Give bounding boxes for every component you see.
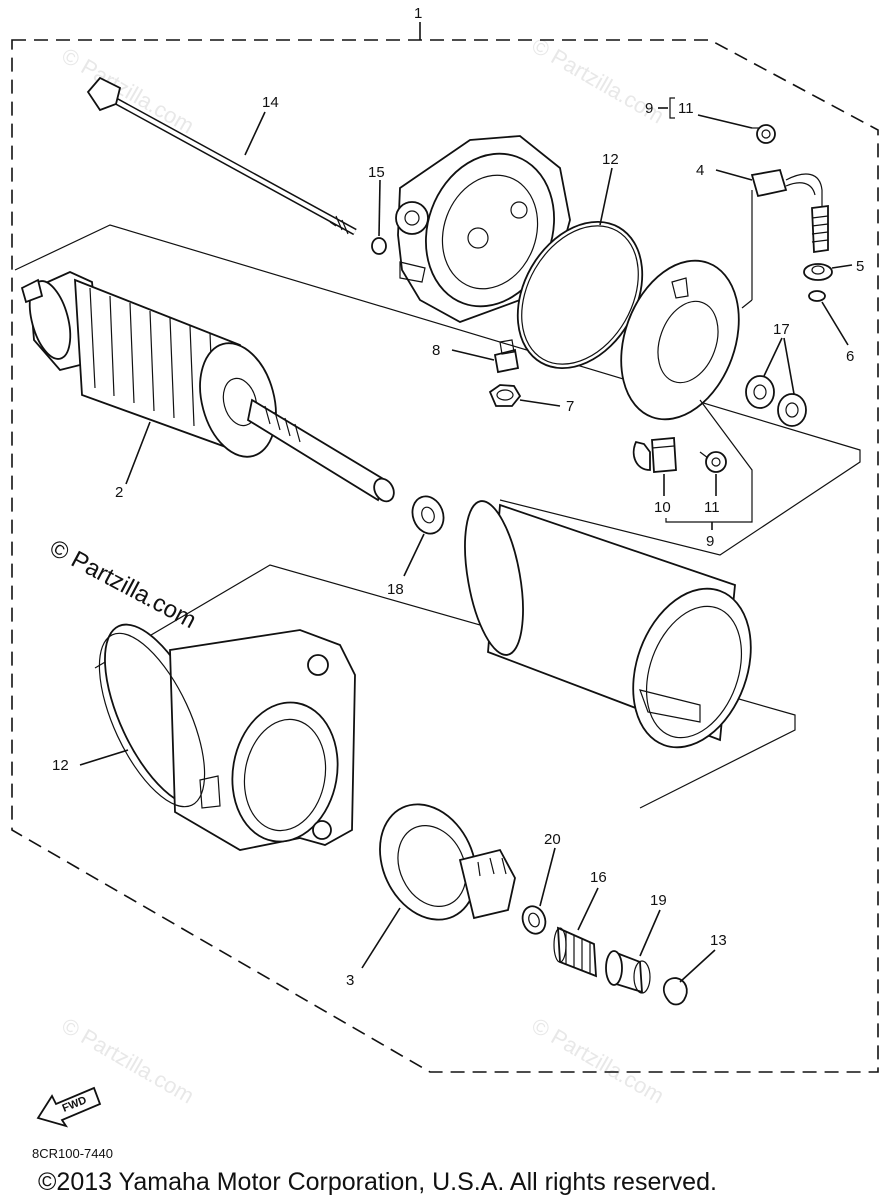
compression-spring (553, 926, 597, 978)
armature (20, 271, 395, 503)
callout-12: 12 (52, 757, 69, 774)
leader-line (699, 399, 753, 518)
spring-collar (605, 950, 651, 994)
leader-line (125, 421, 151, 485)
leader-line (831, 264, 853, 269)
callout-15: 15 (368, 164, 385, 181)
callout-9: 9 (706, 533, 714, 550)
cover-gasket-inner (521, 225, 639, 365)
leader-line (361, 907, 401, 969)
diagram-code: 8CR100-7440 (32, 1146, 113, 1161)
leader-line (763, 337, 783, 377)
copyright-notice: ©2013 Yamaha Motor Corporation, U.S.A. A… (38, 1168, 717, 1196)
bracket (665, 518, 753, 523)
gear-washer-hole (528, 912, 540, 928)
through-bolt (86, 76, 357, 236)
leader-line (715, 169, 753, 181)
front-cover-gasket (98, 632, 206, 808)
circlip (662, 977, 688, 1006)
callout-9: 9 (645, 100, 653, 117)
callout-13: 13 (710, 932, 727, 949)
o-ring (371, 237, 387, 255)
starter-clutch (379, 803, 516, 921)
gear-washer (521, 905, 547, 935)
watermark-main: © Partzilla.com (45, 534, 200, 634)
watermark-faint: © Partzilla.com (58, 43, 199, 139)
leader-line (244, 111, 266, 156)
leader-line (403, 533, 425, 577)
callout-18: 18 (387, 581, 404, 598)
terminal-bolt (493, 339, 520, 374)
leader-line (539, 847, 556, 907)
leader-line (697, 114, 753, 129)
callout-6: 6 (846, 348, 854, 365)
leader-line (577, 887, 599, 931)
callout-3: 3 (346, 972, 354, 989)
leader-line (378, 179, 381, 237)
callout-1: 1 (414, 5, 422, 22)
group-plane-upper (14, 224, 861, 556)
callout-5: 5 (856, 258, 864, 275)
callout-20: 20 (544, 831, 561, 848)
callout-7: 7 (566, 398, 574, 415)
leader-line (451, 349, 495, 361)
callout-8: 8 (432, 342, 440, 359)
fwd-arrow-icon: FWD (36, 1086, 102, 1128)
callout-19: 19 (650, 892, 667, 909)
shim-washer-hole (421, 506, 435, 524)
callout-17: 17 (773, 321, 790, 338)
insulator-washer (803, 263, 833, 281)
leader-line (599, 167, 613, 226)
brush-spring (752, 124, 776, 144)
callout-11: 11 (678, 100, 694, 117)
bracket (669, 97, 675, 119)
yoke-housing (464, 500, 752, 749)
brush-lead (741, 168, 829, 309)
leader-line (519, 399, 561, 407)
group-plane-lower (94, 564, 796, 809)
shim-washer (411, 495, 445, 535)
small-o-ring (808, 290, 826, 302)
callout-10: 10 (654, 499, 671, 516)
callout-14: 14 (262, 94, 279, 111)
thrust-washers (745, 375, 807, 427)
leader-line (679, 949, 716, 983)
leader-line (783, 337, 795, 395)
assembly-boundary (11, 39, 879, 1073)
front-cover (104, 623, 356, 851)
callout-16: 16 (590, 869, 607, 886)
leader-line (639, 909, 661, 957)
callout-2: 2 (115, 484, 123, 501)
callout-4: 4 (696, 162, 704, 179)
leader-line (79, 749, 129, 766)
leader-line (821, 301, 849, 346)
hex-nut (488, 384, 522, 407)
callout-12: 12 (602, 151, 619, 168)
watermark-faint: © Partzilla.com (528, 1013, 669, 1109)
brush-plate (620, 259, 740, 421)
insulator-washer-hole (811, 265, 825, 275)
callout-11: 11 (704, 499, 720, 516)
brush-set (632, 437, 727, 473)
rear-cover (395, 135, 571, 323)
